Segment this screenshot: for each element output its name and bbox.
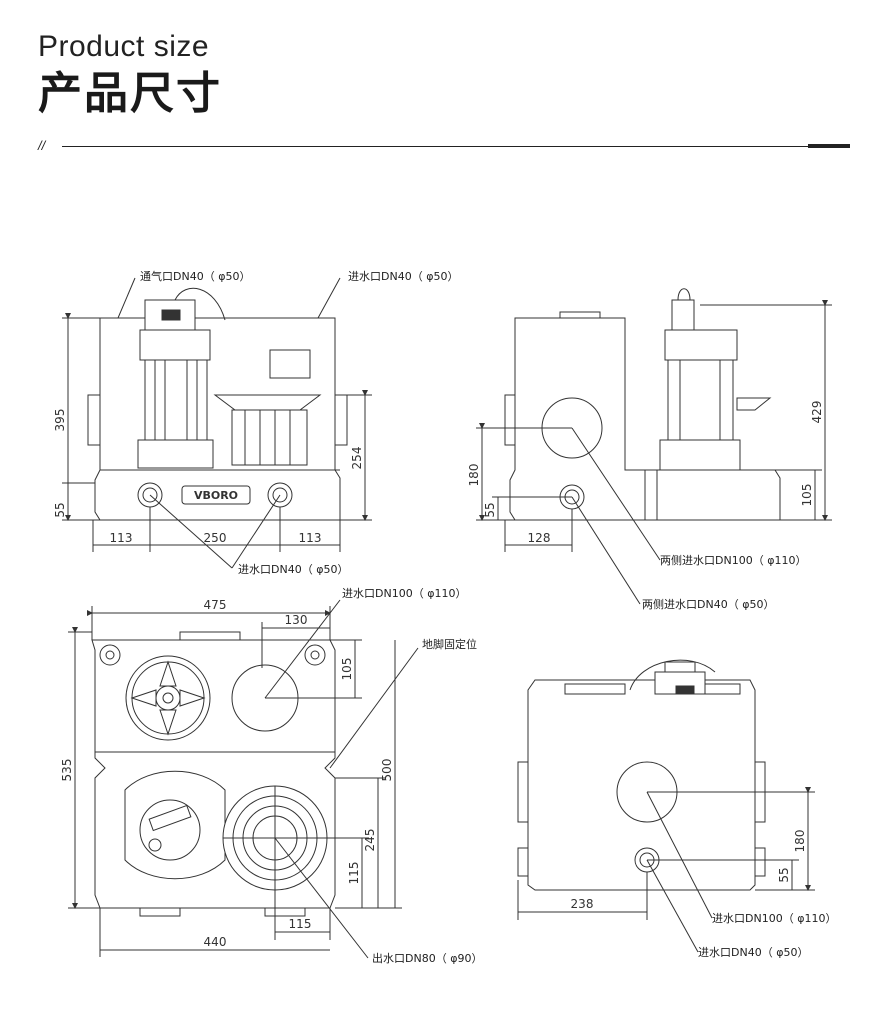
front-pump [137,287,226,469]
rule-mark: // [38,138,46,153]
top-inlet-label: 进水口DN100（ φ110） [342,587,466,600]
dim-side-right-h: 105 [800,484,814,507]
side-pump [644,288,772,521]
dim-top-total-h: 535 [60,759,74,782]
rule-cap [808,144,850,148]
front-view-text: 通气口DN40（ φ50） 进水口DN40（ φ50） 进水口DN40（ φ50… [53,269,458,576]
top-view [68,599,419,959]
dim-side-base: 55 [483,502,497,517]
top-pump-fan [125,655,211,741]
back-pump-top [629,659,716,695]
side-view [476,288,832,605]
front-filter [213,394,322,466]
dim-back-w238: 238 [571,897,594,911]
dim-top-w115: 115 [289,917,312,931]
dim-top-bottom: 440 [204,935,227,949]
dim-front-base: 55 [53,502,67,517]
back-view [517,659,815,953]
dim-back-h180: 180 [793,830,807,853]
front-view [62,277,372,569]
front-inlet-bottom-label: 进水口DN40（ φ50） [238,563,348,576]
side-inlet-small-label: 两侧进水口DN40（ φ50） [642,598,774,611]
title-cn: 产品尺寸 [38,68,222,119]
dim-top-width: 475 [204,598,227,612]
dim-side-height: 429 [810,401,824,424]
dim-back-h55: 55 [777,867,791,882]
top-view-text: 进水口DN100（ φ110） 地脚固定位 出水口DN80（ φ90） 475 … [60,587,482,965]
title-en: Product size [38,30,210,63]
rule-line [62,146,848,147]
header: Product size 产品尺寸 [38,30,222,120]
top-foot-label: 地脚固定位 [422,637,477,651]
dim-front-inner-height: 254 [350,447,364,470]
dim-side-left-h: 180 [467,464,481,487]
dim-front-right: 113 [299,531,322,545]
dim-top-hole-h: 105 [340,658,354,681]
back-view-text: 进水口DN100（ φ110） 进水口DN40（ φ50） 180 55 238 [571,830,837,959]
side-inlet-large-label: 两侧进水口DN100（ φ110） [660,554,806,567]
top-outlet-label: 出水口DN80（ φ90） [372,951,482,965]
dim-top-h245: 245 [363,829,377,852]
dim-side-width: 128 [528,531,551,545]
title-rule: // [38,138,850,153]
front-brand: VBORO [194,489,238,502]
dim-front-middle: 250 [204,531,227,545]
back-inlet-small-label: 进水口DN40（ φ50） [698,946,808,959]
dim-front-height: 395 [53,409,67,432]
front-vent-label: 通气口DN40（ φ50） [140,269,250,283]
front-brand-plate [181,485,251,505]
dim-top-hole-w: 130 [285,613,308,627]
top-pump-body [124,770,226,880]
front-inlet-top-label: 进水口DN40（ φ50） [348,270,458,283]
dim-top-h115: 115 [347,862,361,885]
side-view-text: 两侧进水口DN100（ φ110） 两侧进水口DN40（ φ50） 429 18… [467,401,824,611]
dim-front-left: 113 [110,531,133,545]
dim-top-inner-h: 500 [380,759,394,782]
back-inlet-large-label: 进水口DN100（ φ110） [712,912,836,925]
